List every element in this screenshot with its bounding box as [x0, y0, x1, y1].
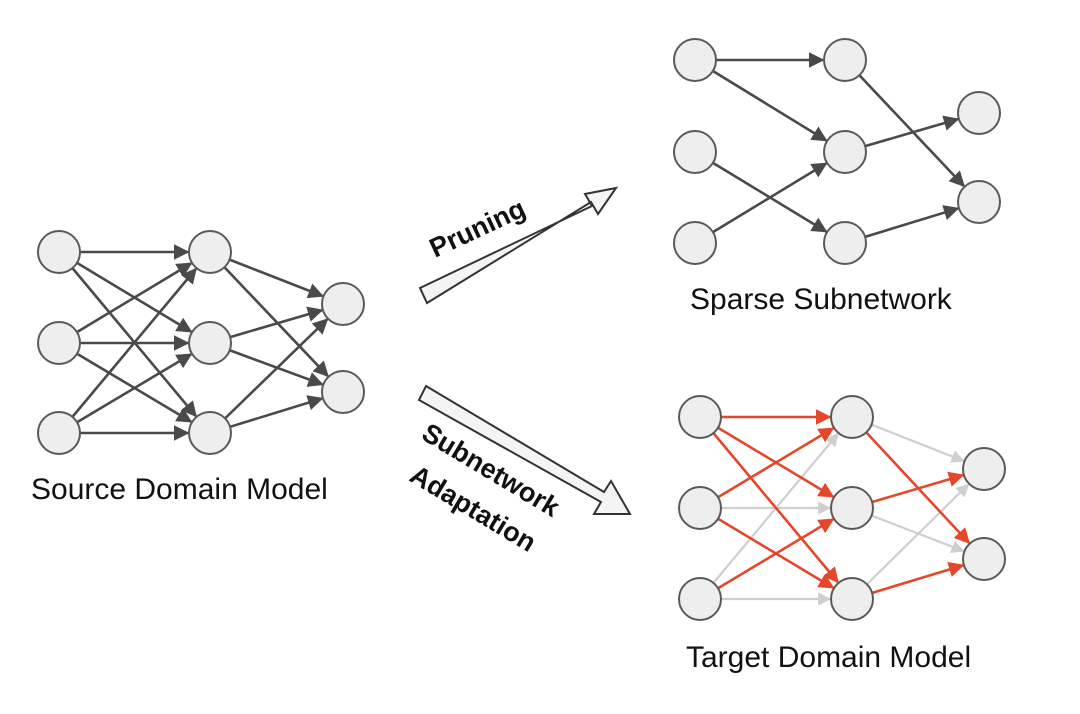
target-network	[678, 395, 1006, 621]
sparse-hidden-node	[823, 130, 867, 174]
sparse-edge	[864, 115, 960, 148]
target-hidden-node	[830, 486, 874, 530]
source-input-node	[37, 411, 81, 455]
target-edge-faint	[866, 483, 970, 586]
source-caption: Source Domain Model	[31, 473, 328, 506]
source-edge	[76, 353, 193, 424]
sparse-network-nodes	[673, 38, 1001, 265]
target-caption: Target Domain Model	[686, 641, 971, 674]
sparse-caption: Sparse Subnetwork	[690, 283, 953, 316]
source-input-node	[37, 230, 81, 274]
source-edge	[224, 318, 329, 420]
target-network-highlight-edges	[712, 409, 971, 595]
sparse-network-edges	[712, 52, 965, 239]
source-edge	[76, 262, 193, 334]
adaptation-arrow: Subnetwork Adaptation	[405, 384, 632, 558]
source-edge	[223, 266, 329, 378]
sparse-input-node	[673, 38, 717, 82]
target-edge-highlight	[712, 432, 839, 584]
source-network	[37, 230, 365, 455]
pruning-arrow-shape	[418, 186, 619, 305]
target-input-node	[678, 577, 722, 621]
source-edge	[71, 267, 197, 418]
source-network-nodes	[37, 230, 365, 455]
source-input-node	[37, 321, 81, 365]
target-edge-highlight	[871, 561, 965, 595]
source-edge	[229, 258, 324, 299]
target-edge-highlight	[871, 471, 965, 504]
sparse-hidden-node	[823, 221, 867, 265]
sparse-output-node	[957, 180, 1001, 224]
target-output-node	[962, 537, 1006, 581]
target-input-node	[678, 395, 722, 439]
source-edge	[229, 395, 324, 429]
sparse-hidden-node	[823, 38, 867, 82]
sparse-edge	[858, 74, 965, 188]
target-edge-highlight	[717, 427, 835, 499]
sparse-edge	[864, 205, 960, 239]
target-edge-faint	[871, 423, 965, 463]
source-hidden-node	[188, 230, 232, 274]
sparse-input-node	[673, 130, 717, 174]
target-hidden-node	[830, 395, 874, 439]
sparse-network	[673, 38, 1001, 265]
source-output-node	[321, 282, 365, 326]
target-hidden-node	[830, 577, 874, 621]
source-hidden-node	[188, 321, 232, 365]
adaptation-arrow-shape	[417, 384, 632, 515]
source-hidden-node	[188, 411, 232, 455]
target-network-nodes	[678, 395, 1006, 621]
sparse-edge	[712, 162, 828, 234]
source-edge	[229, 306, 324, 339]
source-network-edges	[71, 244, 329, 441]
pruning-arrow: Pruning	[418, 186, 619, 305]
sparse-input-node	[673, 221, 717, 265]
sparse-output-node	[957, 91, 1001, 135]
target-output-node	[962, 447, 1006, 491]
source-output-node	[321, 370, 365, 414]
target-edge-highlight	[717, 518, 835, 590]
sparse-edge	[712, 69, 828, 142]
pruning-label: Pruning	[425, 193, 530, 263]
target-input-node	[678, 486, 722, 530]
